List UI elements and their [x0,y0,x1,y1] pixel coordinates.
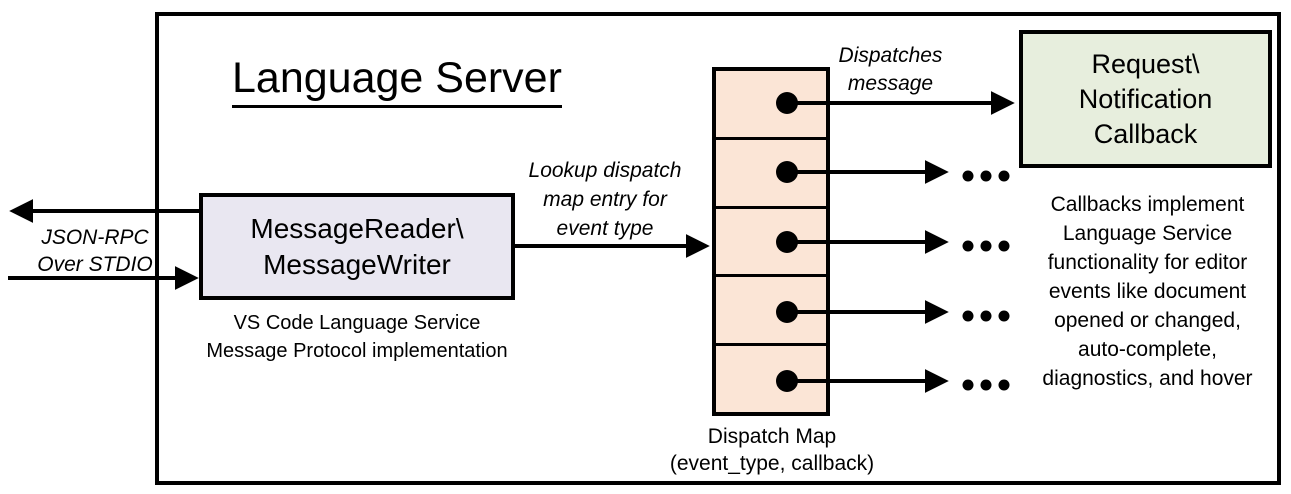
diagram-title: Language Server [232,55,562,109]
dispatches-label-line1: Dispatches [838,44,943,67]
dispatch-map-row [716,343,826,412]
dispatches-message-label: Dispatches message [828,42,953,98]
callback-note-line7: diagnostics, and hover [1042,367,1253,390]
callback-note-line2: Language Service [1062,222,1233,245]
lookup-label-line3: event type [556,217,654,240]
dispatch-map-row [716,274,826,343]
dispatch-map-caption-line2: (event_type, callback) [669,452,875,475]
dispatch-map-row [716,205,826,275]
io-channel-label-line1: JSON-RPC [41,226,149,249]
callback-box-line1: Request\ [1091,48,1200,79]
message-box-caption-line1: VS Code Language Service [233,312,481,334]
lookup-label-line2: map entry for [543,188,667,211]
callback-note-line4: events like document [1048,280,1247,303]
dispatch-map-row [716,136,826,206]
language-server-outer-box [155,12,1281,485]
dispatch-map-row [716,71,826,137]
dispatches-label-line2: message [847,72,934,95]
message-box-line2: MessageWriter [263,248,451,280]
callback-box-line3: Callback [1093,118,1198,149]
dispatch-map-caption: Dispatch Map (event_type, callback) [637,423,907,477]
lookup-label-line1: Lookup dispatch [528,159,682,182]
message-reader-writer-box: MessageReader\ MessageWriter [199,193,515,300]
callback-note-line5: opened or changed, [1054,309,1241,332]
callback-note: Callbacks implement Language Service fun… [1020,190,1275,393]
callback-note-line1: Callbacks implement [1050,193,1245,216]
request-notification-callback-box: Request\ Notification Callback [1019,30,1272,168]
dispatch-map-caption-line1: Dispatch Map [707,425,837,448]
message-box-caption: VS Code Language Service Message Protoco… [169,309,545,365]
dispatch-map [712,67,830,416]
message-box-caption-line2: Message Protocol implementation [206,340,508,362]
io-channel-label: JSON-RPC Over STDIO [20,224,170,278]
callback-note-line6: auto-complete, [1078,338,1217,361]
lookup-dispatch-label: Lookup dispatch map entry for event type [512,156,698,243]
callback-box-line2: Notification [1078,83,1213,114]
io-channel-label-line2: Over STDIO [37,253,153,276]
callback-note-line3: functionality for editor [1047,251,1248,274]
message-box-line1: MessageReader\ [250,212,464,244]
